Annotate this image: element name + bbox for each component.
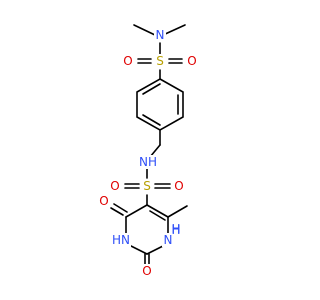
bond-methyl-2 xyxy=(162,24,186,36)
atom-label-s2: S xyxy=(143,179,151,193)
atom-label-background xyxy=(170,222,182,236)
atom-label-h1: H xyxy=(171,222,180,236)
atom-label-background xyxy=(162,233,174,247)
atom-label-hn3: HN xyxy=(112,233,130,247)
atom-label-background xyxy=(122,54,134,68)
atom-label-s1: S xyxy=(156,54,164,68)
bond-methyl-1 xyxy=(133,24,156,36)
atom-label-background xyxy=(173,179,185,193)
atom-label-o3: O xyxy=(110,179,119,193)
bond-c5-c4 xyxy=(125,204,148,218)
atom-label-background xyxy=(186,54,198,68)
atom-label-h2: H xyxy=(171,223,180,237)
atom-label-o6: O xyxy=(142,264,151,278)
bond-c4-o-1 xyxy=(110,207,124,216)
atom-label-o1: O xyxy=(123,54,132,68)
atom-label-background xyxy=(141,179,153,193)
bond-n3-c2 xyxy=(128,244,148,255)
benzene-double-3 xyxy=(142,114,161,126)
atom-label-background xyxy=(154,54,166,68)
atom-label-nh1: NH xyxy=(139,155,157,169)
atom-label-o2: O xyxy=(187,54,196,68)
benzene-ring xyxy=(136,78,184,131)
bond-c4-o-2 xyxy=(113,203,128,213)
atom-label-o5: O xyxy=(99,194,108,208)
atom-label-background xyxy=(98,194,110,208)
atom-label-background xyxy=(141,264,153,278)
atom-label-n1: N xyxy=(156,28,165,42)
bond-c5-c6-double xyxy=(149,210,166,221)
atom-label-n1r: N xyxy=(164,233,173,247)
atom-label-background xyxy=(138,155,158,169)
benzene-double-1 xyxy=(142,83,161,95)
atom-label-o4: O xyxy=(174,179,183,193)
bond-c5-c6 xyxy=(146,204,169,218)
atom-label-background xyxy=(109,179,121,193)
bond-c6-methyl xyxy=(167,205,188,218)
atom-label-background xyxy=(111,233,131,247)
atom-label-background xyxy=(154,28,166,42)
